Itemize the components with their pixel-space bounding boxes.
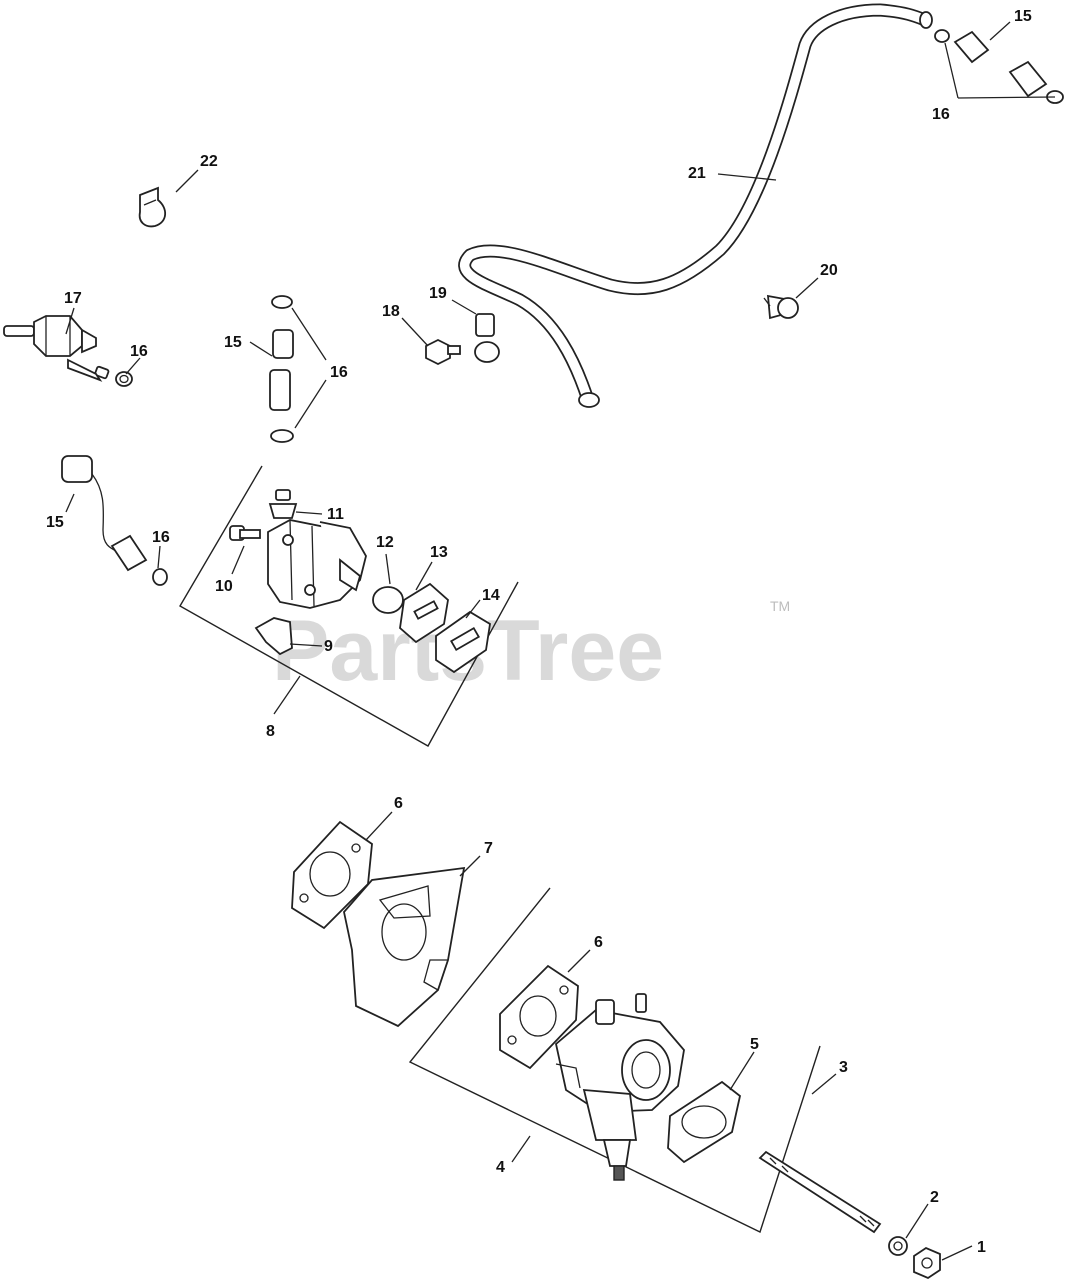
part-washer-2[interactable]	[888, 1236, 908, 1256]
callout-8: 8	[266, 723, 275, 740]
part-diaphragm-12[interactable]	[372, 586, 404, 614]
callout-13: 13	[430, 544, 448, 561]
callout-15-left: 15	[46, 514, 64, 531]
part-nut-1[interactable]	[913, 1246, 941, 1280]
callout-3: 3	[839, 1059, 848, 1076]
part-gasket-5[interactable]	[667, 1080, 742, 1164]
part-hose-left[interactable]	[61, 455, 168, 586]
callout-4: 4	[496, 1159, 505, 1176]
part-gasket-6-lower[interactable]	[499, 964, 579, 1070]
part-hose-top-right[interactable]	[934, 29, 1064, 104]
callout-2: 2	[930, 1189, 939, 1206]
callout-20: 20	[820, 262, 838, 279]
callout-21: 21	[688, 165, 706, 182]
watermark-trademark: TM	[770, 598, 790, 614]
callout-16-left: 16	[152, 529, 170, 546]
part-stud-3[interactable]	[758, 1150, 882, 1234]
callout-22: 22	[200, 153, 218, 170]
callout-15-middle: 15	[224, 334, 242, 351]
fuel-pump-kit-bracket	[179, 465, 519, 747]
callout-6: 6	[594, 934, 603, 951]
callout-1: 1	[977, 1239, 986, 1256]
callout-12: 12	[376, 534, 394, 551]
callout-16-top-right: 16	[932, 106, 950, 123]
part-elbow-fitting-9[interactable]	[254, 617, 293, 656]
callout-16-middle: 16	[330, 364, 348, 381]
callout-7: 7	[484, 840, 493, 857]
callout-6-upper: 6	[394, 795, 403, 812]
part-heat-shield-7[interactable]	[343, 866, 466, 1028]
part-carburetor[interactable]	[555, 993, 685, 1181]
part-hose-middle[interactable]	[269, 295, 294, 443]
part-fuel-filter[interactable]	[3, 315, 110, 382]
callout-16-near-filter: 16	[130, 343, 148, 360]
callout-labels: 1 2 3 4 5 6 6 7 8 9 10 11 12 13 14 15 15…	[46, 8, 1032, 1256]
part-fitting-11[interactable]	[268, 489, 298, 519]
part-bolt-20[interactable]	[763, 294, 799, 320]
carburetor-kit-bracket	[408, 887, 821, 1233]
callout-5: 5	[750, 1036, 759, 1053]
callout-10: 10	[215, 578, 233, 595]
callout-18: 18	[382, 303, 400, 320]
part-clamp-near-filter[interactable]	[115, 371, 133, 387]
leader-lines	[65, 21, 1056, 1261]
part-clip-22[interactable]	[138, 186, 167, 228]
part-fuel-line[interactable]	[458, 3, 933, 408]
callout-9: 9	[324, 638, 333, 655]
part-bolt-18[interactable]	[425, 338, 461, 366]
callout-15-top-right: 15	[1014, 8, 1032, 25]
callout-14: 14	[482, 587, 500, 604]
part-clip-19[interactable]	[474, 313, 500, 363]
callout-11: 11	[327, 506, 344, 523]
part-screw-10[interactable]	[229, 525, 261, 541]
part-fuel-pump[interactable]	[267, 519, 367, 609]
part-gasket-14[interactable]	[435, 610, 491, 674]
part-gasket-13[interactable]	[399, 582, 449, 644]
callout-17: 17	[64, 290, 82, 307]
callout-19: 19	[429, 285, 447, 302]
